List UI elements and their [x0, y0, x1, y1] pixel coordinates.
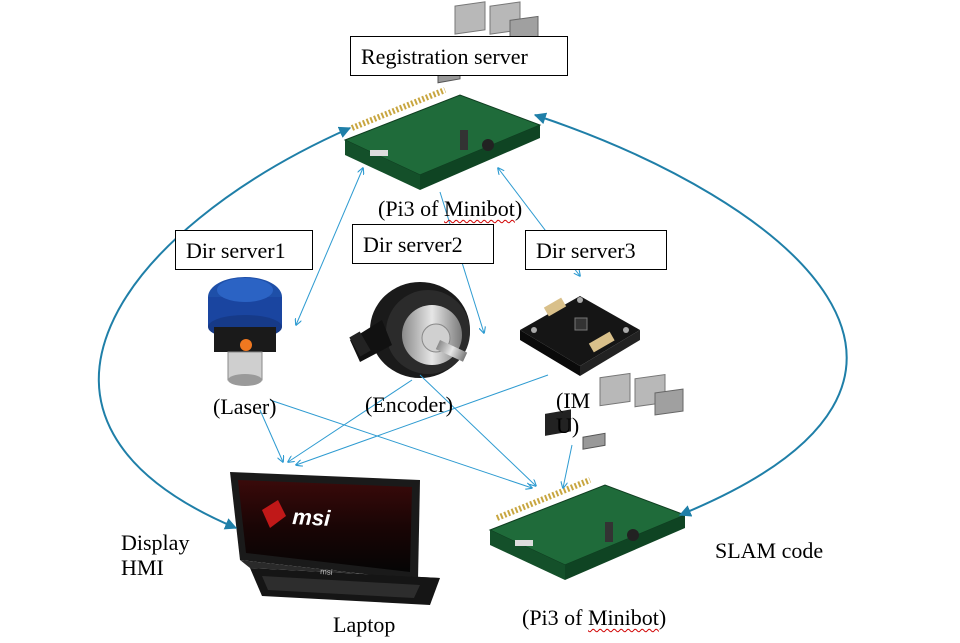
encoder-caption: (Encoder): [365, 392, 453, 417]
dir-server1-box: Dir server1: [175, 230, 313, 270]
arrow-imu-laptop: [296, 374, 549, 465]
registration-server-box: Registration server: [350, 36, 568, 76]
arc-pi-to-laptop: [98, 126, 352, 530]
encoder-icon: [349, 282, 470, 378]
pi3-top-caption: (Pi3 of Minibot): [378, 196, 523, 221]
arrow-laser-minibot: [269, 399, 532, 488]
registration-pi-icon: [343, 1, 542, 190]
display-hmi-caption: Display HMI: [121, 530, 190, 581]
laptop-caption: Laptop: [333, 612, 396, 637]
laser-sensor-icon: [208, 277, 282, 386]
registration-server-label: Registration server: [361, 44, 528, 69]
dir-server3-box: Dir server3: [525, 230, 667, 270]
dir-server1-label: Dir server1: [186, 238, 286, 263]
arrow-imu-minibot: [563, 444, 573, 488]
laser-caption: (Laser): [213, 394, 277, 419]
dir-server2-box: Dir server2: [352, 224, 494, 264]
arrow-encoder-minibot: [419, 374, 536, 486]
arrow-laser-laptop: [259, 409, 283, 462]
dir-server2-label: Dir server2: [363, 232, 463, 257]
imu-board-icon: [520, 296, 640, 376]
slam-code-caption: SLAM code: [715, 538, 824, 563]
arc-pi-to-minibot: [533, 112, 848, 517]
pi3-bottom-caption: (Pi3 of Minibot): [522, 605, 667, 630]
arrow-pi-laser: [296, 168, 363, 325]
laptop-icon: [230, 472, 440, 605]
msi-logo-text: msi: [292, 504, 332, 531]
msi-bezel-text: msi: [320, 567, 333, 577]
imu-caption: (IM U): [556, 388, 591, 439]
dir-server3-label: Dir server3: [536, 238, 636, 263]
arrow-encoder-laptop: [288, 379, 413, 462]
